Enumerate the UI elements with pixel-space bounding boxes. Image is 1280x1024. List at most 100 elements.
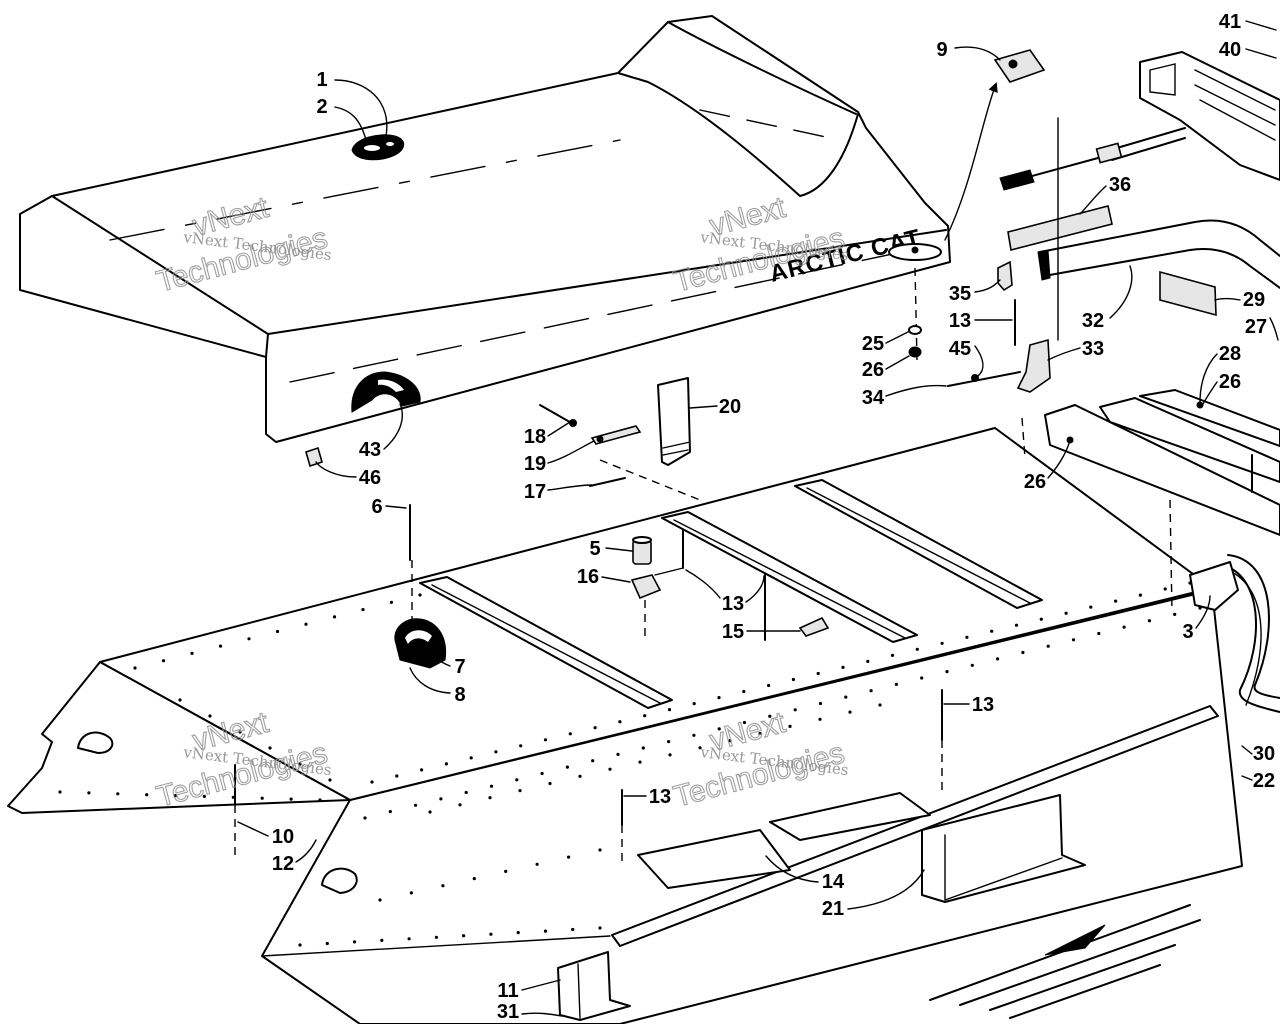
- rivet: [472, 877, 476, 881]
- rivet: [318, 798, 322, 802]
- callout-19: 19: [524, 453, 546, 475]
- bumper-rail: [1139, 389, 1280, 447]
- rivet: [260, 796, 264, 800]
- rivet: [409, 891, 413, 895]
- control-cable: [1109, 127, 1186, 161]
- rivet: [866, 659, 870, 664]
- leader-line: [1245, 48, 1277, 59]
- link-19: [590, 425, 642, 445]
- leader-line: [974, 345, 984, 377]
- rivet: [268, 746, 272, 750]
- rivet: [1173, 612, 1177, 617]
- rear-bumper: [1044, 389, 1280, 536]
- callout-41: 41: [1219, 11, 1241, 33]
- leader-line: [547, 440, 595, 464]
- rivet: [1064, 611, 1068, 615]
- rivet: [304, 622, 308, 626]
- grab-bar-end: [1037, 249, 1051, 281]
- rivet: [370, 780, 374, 784]
- bracket-fold: [577, 963, 581, 1019]
- leader-line: [1047, 439, 1071, 479]
- callout-17: 17: [524, 481, 546, 503]
- tube-line: [1227, 554, 1280, 699]
- leader-line: [1195, 595, 1211, 629]
- seat-handle-43: [351, 371, 421, 413]
- rivet: [332, 615, 337, 619]
- callout-15: 15: [722, 621, 744, 643]
- rivet: [869, 689, 873, 693]
- callout-33: 33: [1082, 338, 1104, 360]
- rivet: [591, 759, 595, 763]
- rivet: [818, 701, 823, 706]
- rivet: [1071, 638, 1076, 642]
- callout-3: 3: [1182, 621, 1193, 643]
- side-emblem: [321, 867, 358, 894]
- leader-line: [1214, 297, 1241, 301]
- rivet: [915, 647, 919, 651]
- rivet: [667, 708, 672, 712]
- rivet: [515, 778, 519, 782]
- rivet: [238, 730, 242, 734]
- guide-line: [599, 459, 701, 501]
- clip-16: [630, 574, 662, 600]
- rivet: [543, 929, 548, 933]
- rivet: [818, 717, 822, 721]
- tunnel-assembly: [7, 389, 1280, 1024]
- cable-connector: [1095, 142, 1123, 164]
- side-stripe-decal: [929, 904, 1201, 1019]
- callout-27: 27: [1245, 316, 1267, 338]
- rivet: [247, 637, 251, 641]
- tube-assembly: [1221, 554, 1280, 713]
- callout-16: 16: [577, 566, 599, 588]
- callout-40: 40: [1219, 39, 1241, 61]
- tunnel-ribs: [419, 479, 1043, 709]
- rib-crease: [673, 519, 906, 639]
- rivet: [698, 746, 702, 750]
- rivet: [504, 869, 508, 874]
- decal-36: [1007, 205, 1113, 251]
- rivet: [692, 702, 696, 706]
- leader-line: [885, 331, 909, 344]
- leader-line: [847, 869, 925, 910]
- clip-15: [798, 616, 830, 637]
- rivet: [598, 848, 602, 852]
- callout-32: 32: [1082, 310, 1104, 332]
- rivet: [791, 677, 796, 682]
- washer-25: [908, 325, 922, 335]
- rivet: [844, 695, 848, 699]
- rivet: [920, 676, 924, 680]
- rivet: [489, 932, 493, 936]
- guide-line: [1169, 499, 1173, 613]
- leader-line: [1047, 347, 1081, 361]
- callout-26: 26: [862, 359, 884, 381]
- rivet: [543, 738, 548, 742]
- rivet: [516, 931, 520, 935]
- gas-cap-highlight: [386, 142, 394, 146]
- rivet: [378, 898, 382, 902]
- rivet: [116, 792, 120, 796]
- rivet: [816, 671, 820, 676]
- leader-line: [521, 1012, 563, 1017]
- rivet: [1138, 593, 1142, 597]
- rivet: [298, 762, 302, 766]
- bumper-rail: [1044, 404, 1280, 536]
- callout-1: 1: [316, 69, 327, 91]
- callout-10: 10: [272, 826, 294, 848]
- rivet: [395, 774, 399, 778]
- rivet: [965, 635, 969, 639]
- rivet: [58, 790, 62, 794]
- callout-22: 22: [1253, 770, 1275, 792]
- rivet: [788, 724, 792, 729]
- gas-cap-highlight: [364, 145, 380, 151]
- leader-line: [521, 979, 561, 991]
- nut-26: [908, 346, 922, 358]
- rivet: [1014, 623, 1019, 627]
- rivet: [1122, 625, 1126, 629]
- bracket-35: [997, 260, 1013, 292]
- rib: [794, 479, 1043, 609]
- callout-13: 13: [649, 786, 671, 808]
- leader-line: [954, 46, 1001, 61]
- rivet: [389, 600, 394, 604]
- rivet: [742, 720, 747, 725]
- leader-line: [1079, 185, 1107, 215]
